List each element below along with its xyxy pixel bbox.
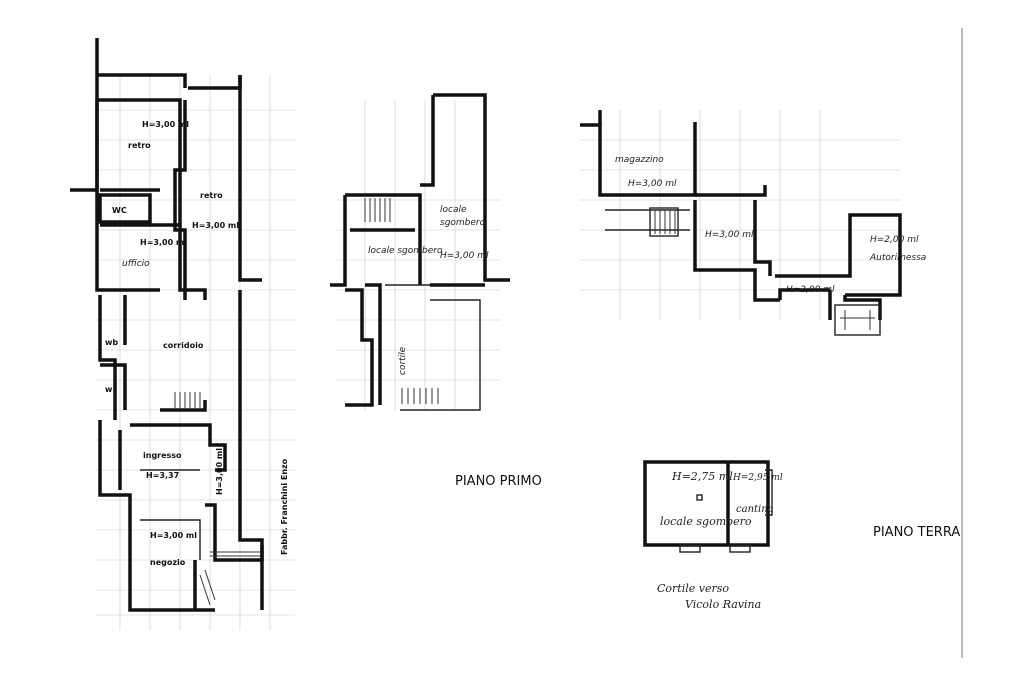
label-cortile-1: Cortile verso: [657, 582, 729, 595]
label-left-top-height: H=3,00 ml: [142, 120, 189, 129]
hatched-area-bottom: [199, 551, 260, 606]
label-magazzino: magazzino: [615, 155, 664, 165]
label-cortile-2: Vicolo Ravina: [685, 598, 761, 611]
label-small-cantina-height: H=2,95 ml: [732, 473, 783, 483]
label-left-right-height: H=3,00 ml: [192, 221, 239, 230]
plan-left: H=3,00 ml retro retro H=3,00 ml WC H=3,0…: [70, 38, 295, 630]
label-autorimessa: Autorimessa: [869, 253, 926, 263]
label-ufficio-height: H=3,00 ml: [140, 238, 187, 247]
title-piano-terra: PIANO TERRA: [873, 525, 960, 540]
label-right-corridor-height: H=2,00 ml: [786, 285, 835, 295]
label-bottom-room: negozio: [150, 558, 186, 567]
entrance-right: [834, 304, 881, 336]
plan-left-grid: [95, 75, 295, 630]
label-left-right-room: retro: [200, 191, 223, 200]
plan-small: H=2,75 ml H=2,95 ml locale sgombero cant…: [643, 460, 783, 553]
label-left-wc3: w: [105, 385, 113, 394]
label-small-locale-height: H=2,75 ml: [671, 470, 733, 483]
label-left-wc: WC: [112, 206, 127, 215]
label-small-locale: locale sgombero: [660, 515, 752, 528]
label-locale-2: locale: [440, 205, 467, 215]
title-piano-primo: PIANO PRIMO: [455, 474, 542, 489]
plan-right: magazzino H=3,00 ml H=3,00 ml H=2,00 ml …: [580, 110, 926, 336]
stair-middle-bottom: [401, 388, 439, 404]
label-left-top-room: retro: [128, 141, 151, 150]
label-right-mid-height: H=3,00 ml: [705, 230, 754, 240]
label-left-lower-height: H=3,37: [146, 471, 179, 480]
label-ufficio: ufficio: [122, 259, 150, 269]
label-magazzino-height: H=3,00 ml: [628, 179, 677, 189]
label-left-side-height: H=3,00 ml: [215, 448, 224, 495]
stair-left: [174, 392, 201, 408]
label-middle-vertical-note: cortile: [398, 346, 408, 375]
label-bottom-height: H=3,00 ml: [150, 531, 197, 540]
label-middle-height: H=3,00 ml: [440, 251, 489, 261]
stair-right: [649, 207, 679, 237]
plan-middle: locale sgombero locale sgombero H=3,00 m…: [330, 93, 510, 411]
label-sgombero-2: sgombero: [440, 218, 486, 228]
label-locale-sgombero-1: locale sgombero: [368, 246, 443, 256]
label-corridor: corridoio: [163, 341, 204, 350]
label-left-wc2: wb: [105, 338, 118, 347]
plan-middle-grid: [335, 100, 500, 410]
label-left-vertical-note: Fabbr. Franchini Enzo: [280, 458, 289, 555]
label-small-cantina: cantina: [736, 504, 774, 515]
label-left-lower-room: ingresso: [143, 451, 182, 460]
stair-middle-top: [364, 198, 391, 222]
label-autorimessa-height: H=2,00 ml: [870, 235, 919, 245]
